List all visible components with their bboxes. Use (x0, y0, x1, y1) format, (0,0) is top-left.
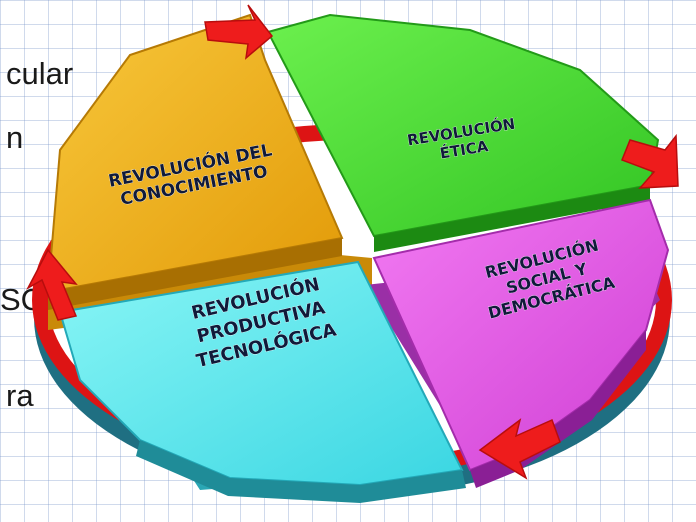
background-text-line: cular (6, 56, 74, 91)
segment-productiva-edge (136, 440, 466, 503)
segment-social-edge (470, 330, 646, 488)
cycle-arrows (26, 4, 679, 480)
segment-conocimiento-edge (48, 238, 342, 310)
arrow-head-top (204, 4, 274, 60)
arrow-head-left (26, 248, 78, 321)
background-text-line: n (6, 120, 24, 155)
arrow-head-right (621, 133, 679, 189)
background-text-line: ra (6, 378, 34, 413)
segment-etica-edge (374, 185, 650, 252)
arrow-head-bottom (478, 418, 561, 480)
